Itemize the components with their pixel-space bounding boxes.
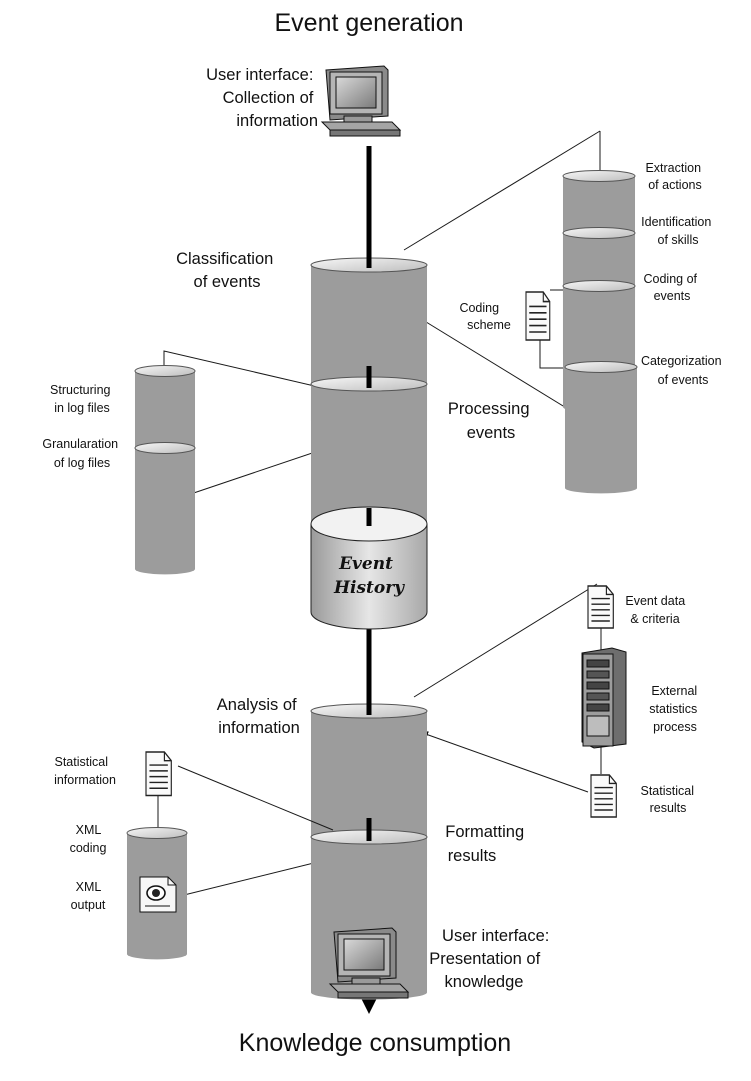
server-icon: [581, 647, 627, 749]
label-statistical-results: Statistical results: [641, 784, 698, 815]
label-granularation: Granularation of log files: [42, 437, 121, 470]
disk-granularation: [135, 443, 195, 575]
label-external-statistics: External statistics process: [649, 684, 700, 734]
event-history-label: Event History: [333, 554, 405, 598]
statistical-results-doc-icon: [590, 774, 617, 818]
label-xml-output: XML output: [71, 880, 106, 912]
label-extraction: Extraction of actions: [645, 161, 704, 192]
label-categorization: Categorization of events: [641, 354, 725, 387]
diagram-footer-title: Knowledge consumption: [239, 1029, 511, 1057]
diagram-title: Event generation: [274, 9, 463, 37]
event-history-database: [310, 506, 428, 630]
classification-fan-upper: [403, 130, 601, 251]
label-statistical-information: Statistical information: [54, 755, 116, 787]
analysis-results-arrow: [419, 731, 589, 793]
stage-analysis-label: Analysis of information: [217, 696, 301, 737]
label-structuring: Structuring in log files: [50, 383, 114, 415]
label-event-data: Event data & criteria: [625, 594, 688, 626]
user-interface-top-label: User interface: Collection of informatio…: [206, 66, 318, 130]
user-interface-bottom-label: User interface: Presentation of knowledg…: [429, 927, 554, 991]
computer-bottom-icon: [329, 927, 409, 999]
label-xml-coding: XML coding: [70, 823, 107, 855]
statistical-information-doc-icon: [145, 751, 173, 797]
disk-categorization: [565, 362, 637, 494]
coding-scheme-doc-icon: [525, 291, 551, 341]
stage-processing-label: Processing events: [448, 400, 534, 442]
computer-top-icon: [321, 65, 401, 137]
label-coding: Coding of events: [644, 272, 701, 303]
event-data-doc-icon: [587, 585, 614, 629]
label-coding-scheme: Coding scheme: [459, 301, 510, 332]
xml-output-icon: [139, 876, 177, 913]
stage-classification-label: Classification of events: [176, 250, 278, 291]
label-identification: Identification of skills: [641, 215, 715, 247]
stage-formatting-label: Formatting results: [445, 823, 528, 865]
formatting-output-arrow: [179, 856, 335, 897]
analysis-data-line: [413, 583, 598, 698]
formatting-stat-line: [177, 765, 334, 831]
